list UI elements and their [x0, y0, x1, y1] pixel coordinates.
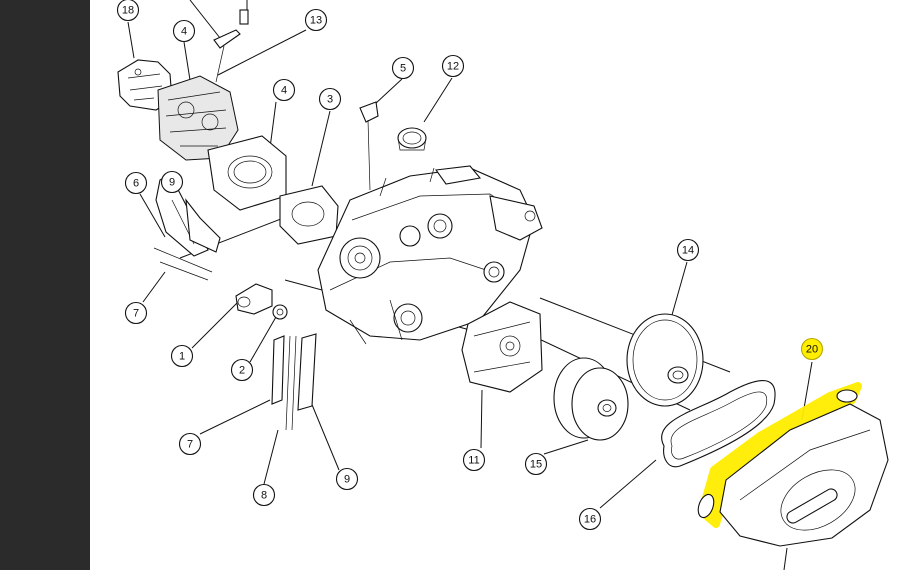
callout-circle: [230, 358, 254, 382]
callout-6: 6: [124, 171, 148, 195]
callout-9: 9: [335, 467, 359, 491]
thermostat-housing-part: [235, 283, 288, 320]
callout-15: 15: [524, 452, 548, 476]
callout-circle: [178, 432, 202, 456]
driven-clutch-part: [626, 313, 704, 407]
intake-boot-part: [397, 127, 427, 151]
drive-belt-part: [661, 380, 776, 468]
callout-circle: [116, 0, 140, 22]
callout-number: 4: [281, 85, 287, 97]
callout-circle: [441, 54, 465, 78]
injector-part: [213, 9, 249, 83]
viewer-left-margin: [0, 0, 90, 570]
callout-11: 11: [462, 448, 486, 472]
callout-number: 2: [239, 365, 245, 377]
callout-circle: [318, 87, 342, 111]
callout-circle: [170, 344, 194, 368]
callout-circle: [160, 170, 184, 194]
callout-9: 9: [160, 170, 184, 194]
callout-20: 20: [800, 337, 824, 361]
callout-circle: [124, 171, 148, 195]
callout-1: 1: [170, 344, 194, 368]
callout-number: 20: [806, 344, 818, 356]
callout-circle: [124, 301, 148, 325]
callout-circle: [335, 467, 359, 491]
callout-number: 6: [133, 178, 139, 190]
callout-4: 4: [272, 78, 296, 102]
cylinder-gasket-part: [279, 185, 339, 245]
crankcase-part: [317, 165, 543, 345]
callout-number: 5: [400, 63, 406, 75]
callout-4: 4: [172, 19, 196, 43]
callout-number: 18: [122, 5, 134, 17]
callout-number: 9: [169, 177, 175, 189]
callout-number: 9: [344, 474, 350, 486]
callout-number: 12: [447, 61, 459, 73]
callout-circle: [272, 78, 296, 102]
callout-circle: [304, 8, 328, 32]
callout-number: 1: [179, 351, 185, 363]
callout-number: 13: [310, 15, 322, 27]
callout-3: 3: [318, 87, 342, 111]
callout-7: 7: [124, 301, 148, 325]
callout-number: 11: [468, 455, 479, 467]
callout-number: 7: [133, 308, 139, 320]
callout-14: 14: [676, 238, 700, 262]
callout-circle: [172, 19, 196, 43]
cam-chain-guide-part: [153, 173, 317, 431]
dipstick-part: [359, 101, 379, 191]
callout-5: 5: [391, 56, 415, 80]
callout-circle: [252, 483, 276, 507]
callout-13: 13: [304, 8, 328, 32]
callout-12: 12: [441, 54, 465, 78]
callout-number: 4: [181, 26, 187, 38]
callout-16: 16: [578, 507, 602, 531]
callout-circle: [676, 238, 700, 262]
callout-7: 7: [178, 432, 202, 456]
callout-number: 8: [261, 490, 267, 502]
callout-number: 3: [327, 94, 333, 106]
callout-circle: [462, 448, 486, 472]
cylinder-head-part: [157, 75, 239, 161]
callout-circle: [578, 507, 602, 531]
callout-number: 15: [530, 459, 542, 471]
callout-circle: [800, 337, 824, 361]
drive-clutch-part: [553, 357, 629, 441]
callout-8: 8: [252, 483, 276, 507]
callout-number: 7: [187, 439, 193, 451]
stator-cover-part: [461, 301, 543, 393]
callout-18: 18: [116, 0, 140, 22]
callout-2: 2: [230, 358, 254, 382]
cylinder-block-part: [207, 135, 287, 211]
callout-number: 16: [584, 514, 596, 526]
callout-circle: [391, 56, 415, 80]
clutch-cover-part: [697, 382, 889, 547]
callout-circle: [524, 452, 548, 476]
callout-number: 14: [682, 245, 694, 257]
